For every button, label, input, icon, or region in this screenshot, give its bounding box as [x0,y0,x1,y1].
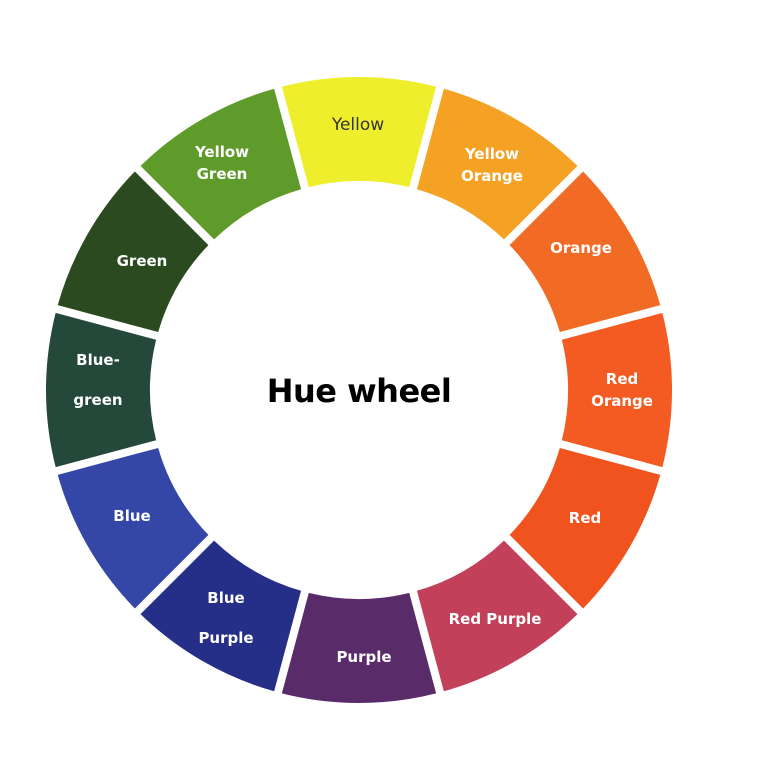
segment-label-green: Green [117,252,168,270]
wheel-segment-blue: Blue [57,447,209,609]
segment-shape-red [509,447,661,609]
wheel-segment-purple: Purple [281,592,437,704]
wheel-segment-yellow: Yellow [281,76,437,188]
wheel-segment-green: Green [57,171,209,333]
segment-shape-orange [509,171,661,333]
segment-shape-red-purple [416,540,578,692]
segment-shape-blue-green [45,312,157,468]
segment-shape-purple [281,592,437,704]
segment-label-blue-green: Blue-green [73,351,122,409]
wheel-segment-red: Red [509,447,661,609]
wheel-segment-red-purple: Red Purple [416,540,578,692]
segment-shape-blue-purple [140,540,302,692]
segment-label-purple: Purple [336,648,391,666]
diagram-title: Hue wheel [266,372,452,410]
segment-shape-yellow [281,76,437,188]
segment-shape-yellow-orange [416,88,578,240]
segment-shape-red-orange [561,312,673,468]
segment-label-blue: Blue [113,507,150,525]
segment-shape-yellow-green [140,88,302,240]
segment-label-red-purple: Red Purple [449,610,542,628]
wheel-segment-blue-green: Blue-green [45,312,157,468]
segment-label-yellow: Yellow [331,115,384,135]
wheel-segment-orange: Orange [509,171,661,333]
segment-shape-blue [57,447,209,609]
segment-shape-green [57,171,209,333]
segment-label-orange: Orange [550,239,612,257]
segment-label-red: Red [569,509,601,527]
